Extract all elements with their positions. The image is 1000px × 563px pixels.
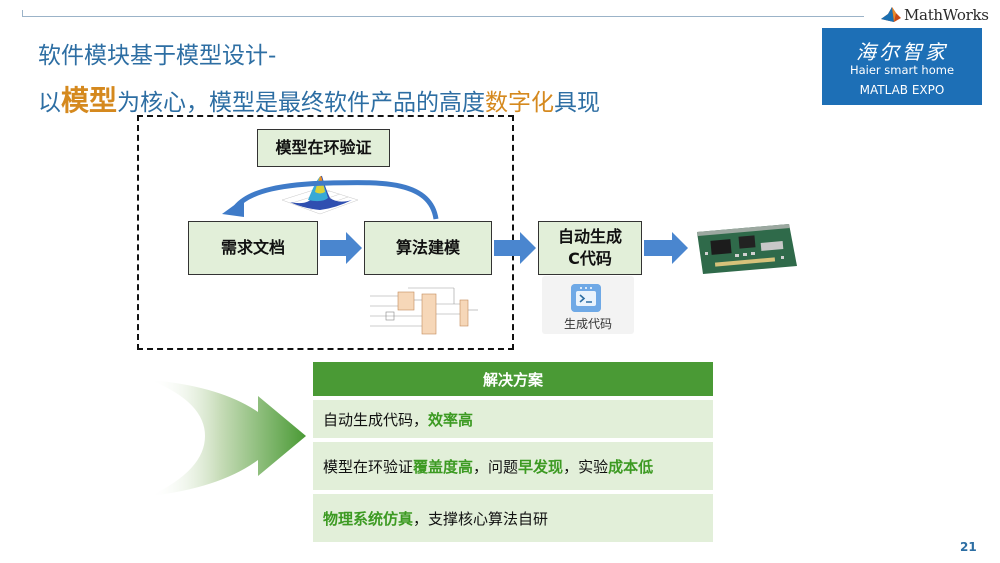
- arrow-right-icon: [320, 232, 362, 264]
- haier-cn-logo: 海尔智家: [856, 40, 948, 64]
- solution-header: 解决方案: [313, 362, 713, 396]
- c-code-label: C代码: [568, 249, 612, 268]
- requirements-doc-box: 需求文档: [188, 221, 318, 275]
- model-schematic-image: [370, 287, 478, 335]
- solution-text: 自动生成代码，: [323, 410, 429, 429]
- solution-highlight: 效率高: [428, 410, 474, 429]
- solution-highlight: 成本低: [608, 457, 654, 476]
- solution-text: ，问题: [473, 457, 519, 476]
- title-text: 具现: [554, 90, 601, 116]
- solution-highlight: 早发现: [518, 457, 564, 476]
- solution-text: ，支撑核心算法自研: [413, 509, 549, 528]
- title-emphasis-digital: 数字化: [485, 90, 555, 116]
- top-rule: [22, 16, 864, 17]
- solution-item-auto-codegen: 自动生成代码，效率高: [313, 400, 713, 438]
- haier-brand-logo: 海尔智家 Haier smart home MATLAB EXPO: [822, 28, 982, 105]
- solution-text: ，实验: [563, 457, 609, 476]
- controller-board-image: [697, 224, 797, 274]
- matlab-expo-logo: MATLAB EXPO: [859, 83, 945, 97]
- auto-generate-label: 自动生成: [557, 227, 622, 246]
- surface-plot-image: [281, 175, 359, 215]
- design-loop-frame: [137, 115, 514, 350]
- membrane-icon: [881, 7, 901, 22]
- generate-code-icon: [571, 284, 601, 312]
- arrow-right-icon: [494, 232, 536, 264]
- solution-highlight: 覆盖度高: [413, 457, 474, 476]
- solution-highlight: 物理系统仿真: [323, 509, 414, 528]
- solution-text: 模型在环验证: [323, 457, 414, 476]
- mathworks-logo: MathWorks: [880, 4, 990, 26]
- top-rule-tick: [22, 10, 23, 17]
- loop-arrowhead-icon: [222, 198, 244, 217]
- haier-en-logo: Haier smart home: [849, 63, 955, 77]
- solution-item-mil-verification: 模型在环验证覆盖度高，问题早发现，实验成本低: [313, 442, 713, 490]
- title-emphasis-model: 模型: [61, 84, 118, 117]
- auto-generate-c-code-box: 自动生成 C代码: [538, 221, 642, 275]
- model-in-loop-box: 模型在环验证: [257, 129, 390, 167]
- slide-title-line1: 软件模块基于模型设计-: [38, 43, 277, 69]
- solution-item-physical-sim: 物理系统仿真，支撑核心算法自研: [313, 494, 713, 542]
- mathworks-wordmark: MathWorks: [904, 6, 989, 24]
- title-text: 为核心，模型是最终软件产品的高度: [117, 90, 486, 116]
- title-text: 以: [38, 90, 61, 116]
- arrow-right-icon: [644, 232, 688, 264]
- solution-pointer-arrow-icon: [150, 380, 306, 496]
- page-number: 21: [960, 540, 977, 554]
- algorithm-modeling-box: 算法建模: [364, 221, 492, 275]
- slide-title-line2: 以模型为核心，模型是最终软件产品的高度数字化具现: [38, 79, 600, 119]
- generate-code-icon-label: 生成代码: [563, 317, 612, 331]
